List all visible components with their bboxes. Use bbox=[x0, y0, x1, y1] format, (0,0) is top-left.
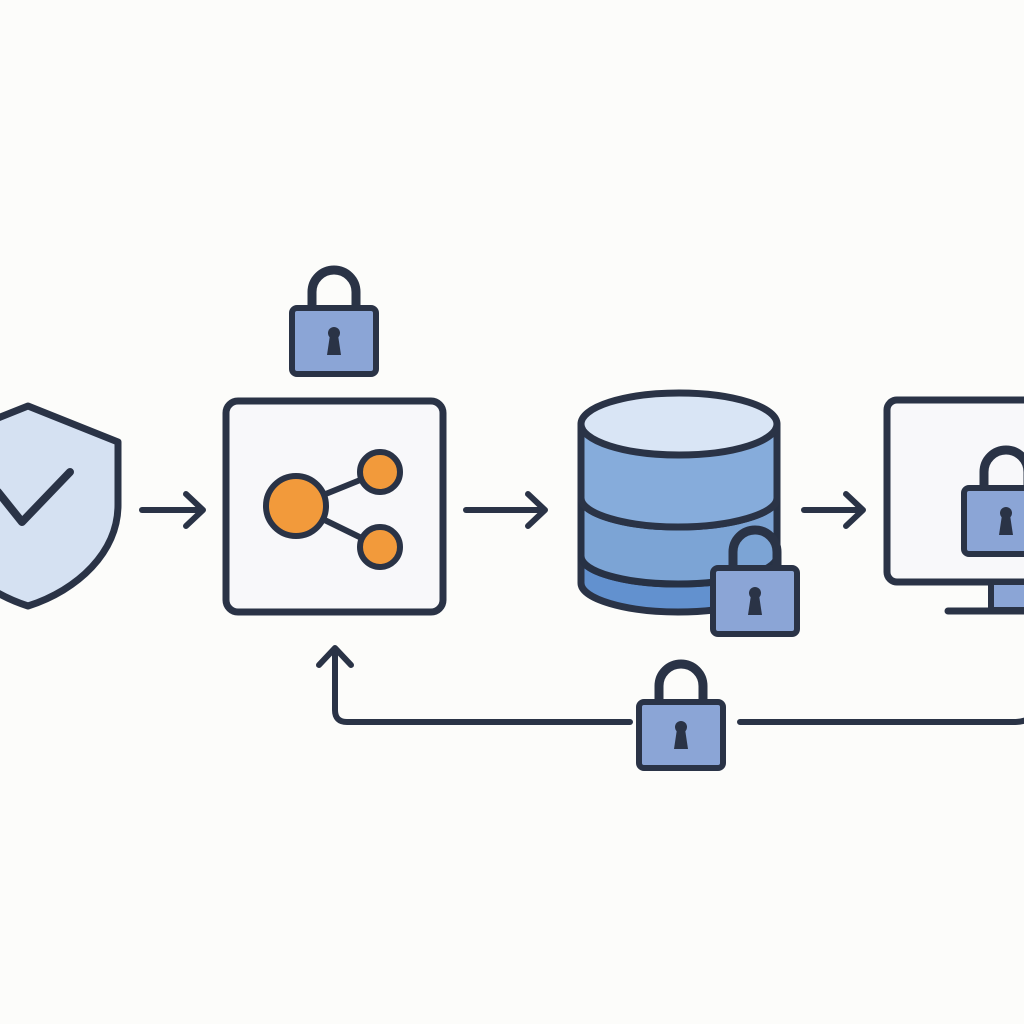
arrow-shield-to-hub bbox=[139, 491, 206, 529]
checkmark-icon bbox=[0, 468, 74, 526]
shield-node bbox=[0, 402, 122, 610]
lock-icon bbox=[639, 664, 723, 768]
lock-icon bbox=[292, 270, 376, 374]
arrow-hub-to-database bbox=[463, 491, 548, 529]
share-nodes-icon bbox=[263, 449, 403, 570]
monitor-node bbox=[883, 396, 1024, 615]
shield-check-icon bbox=[0, 402, 122, 610]
database-node bbox=[577, 389, 797, 634]
return-arrow-monitor-to-hub bbox=[316, 645, 1024, 725]
hub-node bbox=[222, 397, 447, 616]
arrow-database-to-monitor bbox=[801, 491, 866, 529]
